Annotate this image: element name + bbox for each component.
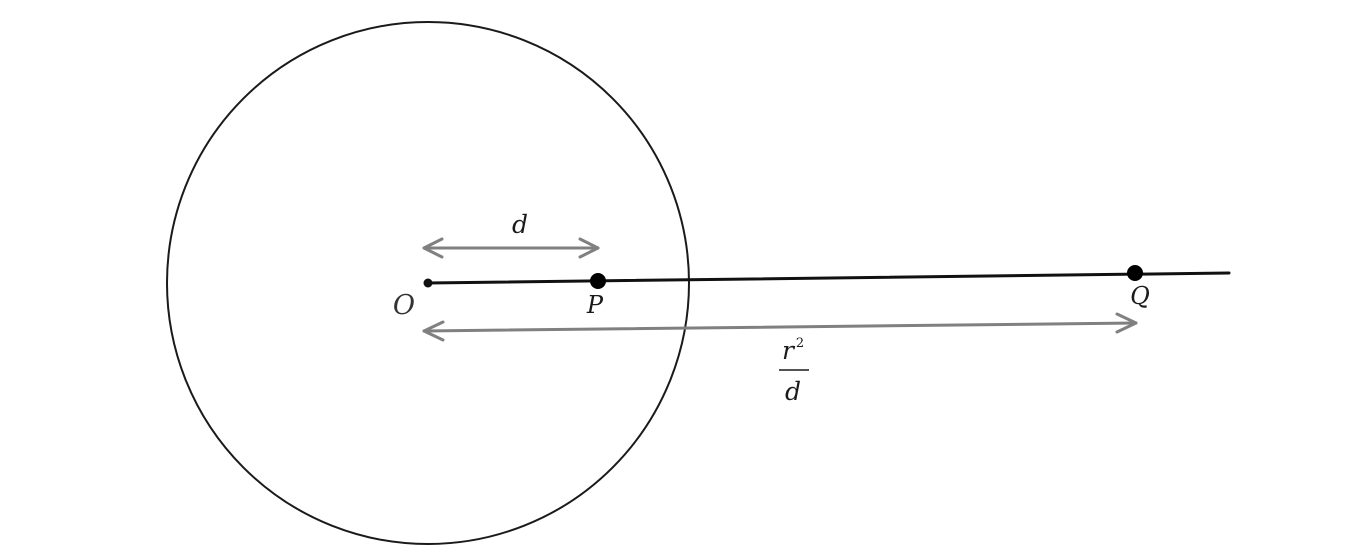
ray-line bbox=[426, 271, 1231, 285]
distance-d-arrow bbox=[422, 237, 600, 259]
fraction-exponent: 2 bbox=[796, 336, 804, 351]
distance-r2-over-d-arrow bbox=[422, 312, 1138, 342]
point-q bbox=[1127, 265, 1143, 281]
inversion-circle bbox=[166, 21, 690, 545]
fraction-r2-over-d: r 2 d bbox=[779, 336, 809, 406]
center-point bbox=[423, 278, 433, 288]
label-point-q: Q bbox=[1130, 282, 1150, 310]
label-origin: O bbox=[393, 290, 415, 321]
label-distance-d: d bbox=[512, 210, 528, 239]
fraction-numerator: r bbox=[782, 336, 796, 365]
point-p bbox=[590, 273, 606, 289]
fraction-denominator: d bbox=[785, 377, 801, 406]
label-point-p: P bbox=[586, 291, 604, 319]
